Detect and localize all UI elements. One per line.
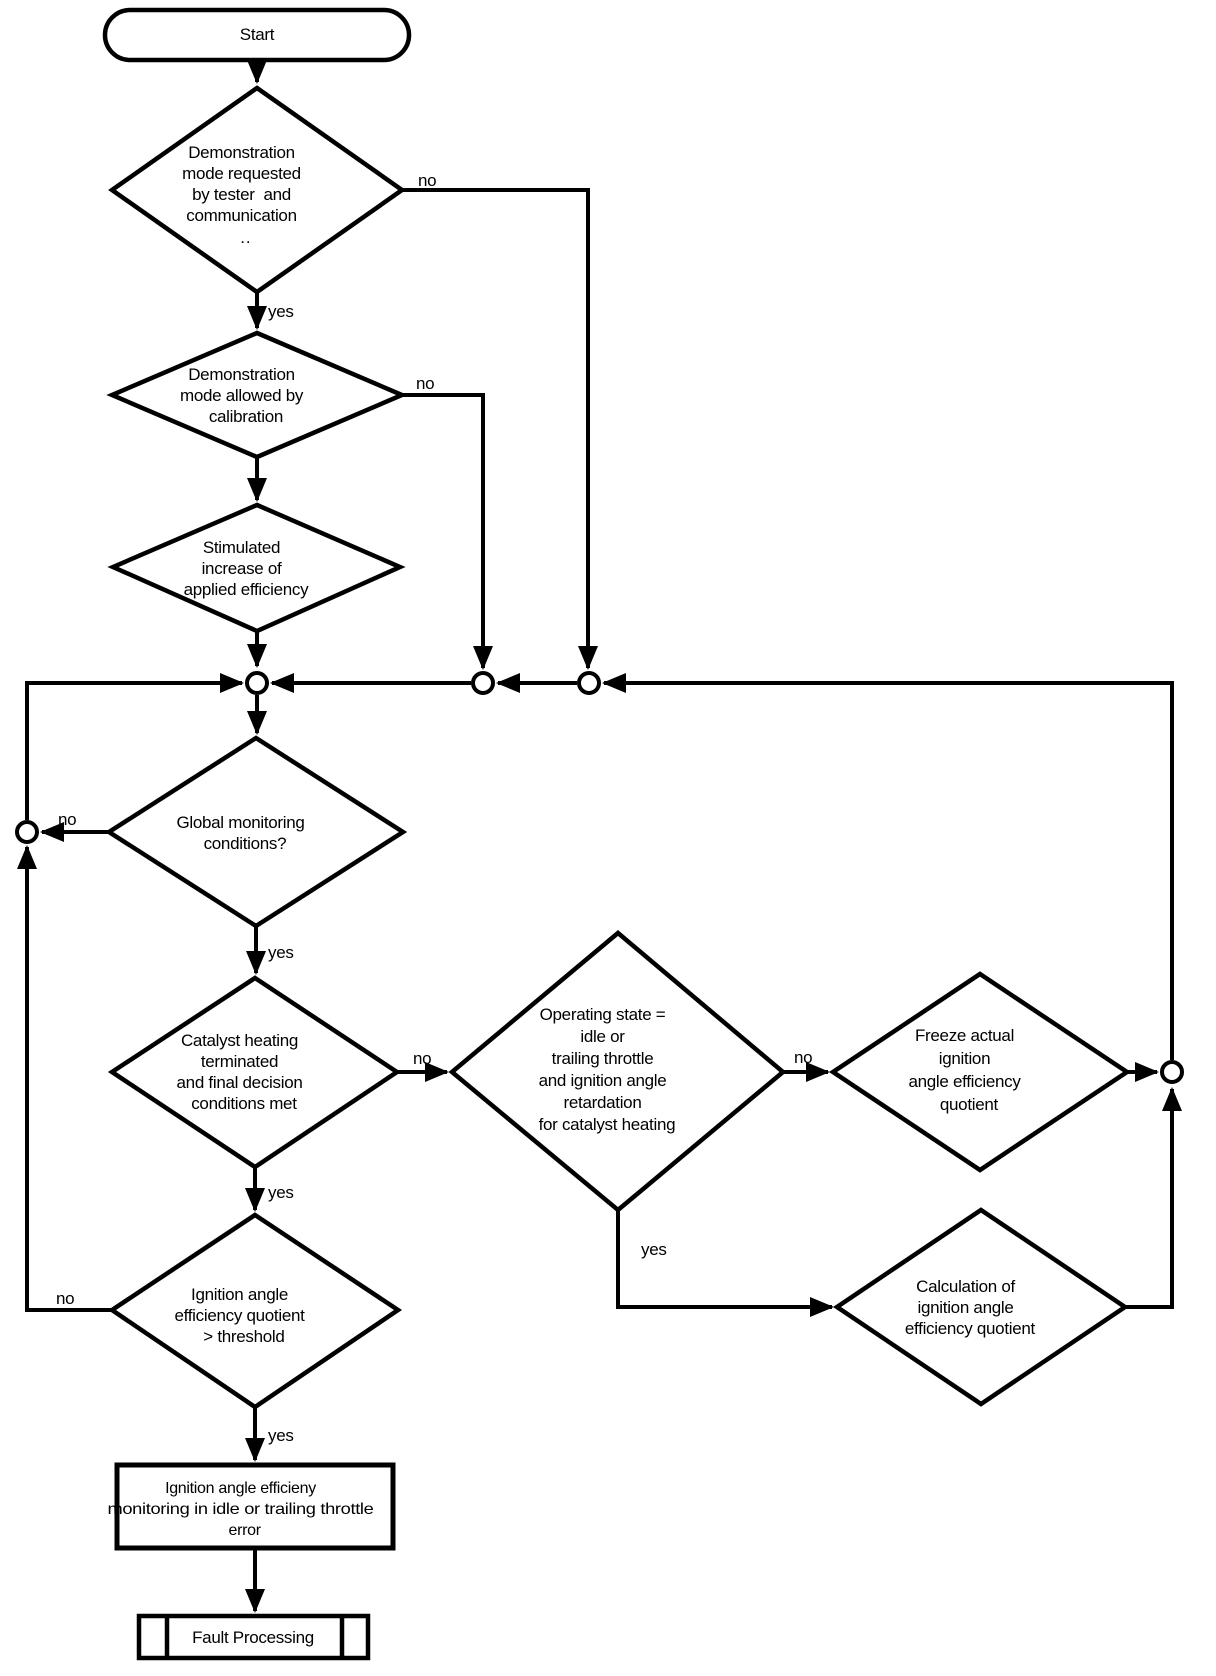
decision-freeze-label: Freeze actual ignition angle efficiency …	[908, 1026, 1021, 1114]
edge-label-no-global: no	[58, 810, 76, 829]
text-line: angle efficiency	[908, 1072, 1021, 1091]
decision-freeze-quotient: Freeze actual ignition angle efficiency …	[828, 971, 1132, 1173]
text-line: retardation	[564, 1093, 642, 1112]
edge-label-yes-operating: yes	[641, 1240, 667, 1259]
edge-demo-requested-no	[402, 188, 598, 670]
edges	[17, 60, 1182, 1613]
text-line: Catalyst heating	[181, 1031, 298, 1050]
text-line: applied efficiency	[184, 580, 310, 599]
text-line: ignition	[939, 1049, 990, 1068]
decision-threshold-label: Ignition angle efficiency quotient > thr…	[0, 0, 336, 1346]
edge-label-yes-catalyst: yes	[268, 1183, 294, 1202]
text-line: Global monitoring	[176, 813, 304, 832]
edge-label-no-operating: no	[794, 1048, 812, 1067]
text-line: for catalyst heating	[539, 1115, 676, 1134]
text-line: mode requested	[182, 164, 301, 183]
text-line: terminated	[201, 1052, 278, 1071]
decision-demo-requested: Demonstration mode requested by tester a…	[0, 0, 406, 295]
decision-shape	[448, 930, 787, 1213]
decision-demo-requested-label: Demonstration mode requested by tester a…	[0, 0, 332, 247]
decision-catalyst-label: Catalyst heating terminated and final de…	[0, 0, 333, 1113]
predefined-process-fault: Fault Processing	[136, 1613, 371, 1661]
text-line: conditions?	[204, 834, 287, 853]
decision-demo-allowed-label: Demonstration mode allowed by calibratio…	[0, 0, 334, 426]
text-line: increase of	[202, 559, 282, 578]
junction-circle-3	[577, 671, 601, 695]
process-shape	[114, 1462, 396, 1551]
decision-shape	[107, 1212, 403, 1410]
text-line: Ignition angle efficieny	[165, 1480, 316, 1497]
text-line: trailing throttle	[552, 1049, 654, 1068]
edge-labels: no yes no no yes no yes no yes no yes	[56, 171, 813, 1445]
text-line: and ignition angle	[539, 1071, 667, 1090]
text-line: ignition angle	[918, 1298, 1014, 1317]
edge-operating-yes	[616, 1210, 834, 1317]
decision-stimulated-label: Stimulated increase of applied efficienc…	[0, 0, 330, 599]
text-line: idle or	[580, 1027, 625, 1046]
text-line: mode allowed by	[180, 386, 304, 405]
edge-label-no-demo-allowed: no	[416, 374, 434, 393]
edge-label-yes-global: yes	[268, 943, 294, 962]
decision-global-label: Global monitoring conditions?	[0, 0, 336, 853]
text-line: and final decision	[177, 1073, 303, 1092]
edge-label-yes-threshold: yes	[268, 1426, 294, 1445]
edge-calc-to-right-circle	[1125, 1087, 1182, 1309]
edge-label-no-catalyst: no	[413, 1049, 431, 1068]
text-line: monitoring in idle or trailing throttle	[107, 1501, 373, 1518]
text-line: ..	[240, 228, 251, 247]
decision-shape	[106, 330, 408, 460]
edge-threshold-no-left-rail	[17, 845, 112, 1312]
text-line: calibration	[209, 407, 283, 426]
decision-shape	[107, 975, 402, 1170]
edge-demo-allowed-no	[402, 393, 493, 670]
text-line: Demonstration	[188, 143, 295, 162]
text-line: Demonstration	[188, 365, 295, 384]
decision-shape	[828, 971, 1132, 1173]
text-line: Ignition angle	[191, 1285, 288, 1304]
terminator-shape	[102, 7, 412, 63]
node-start: Start	[102, 7, 412, 63]
text-line: Operating state =	[540, 1005, 666, 1024]
decision-operating-state: Operating state = idle or trailing throt…	[0, 0, 787, 1213]
text-line: error	[228, 1522, 261, 1539]
edge-left-rail-to-junction1	[25, 673, 244, 820]
decision-shape	[108, 85, 406, 295]
decision-shape	[104, 735, 408, 929]
predefined-process-shape	[136, 1613, 371, 1661]
process-error-label: Ignition angle efficieny monitoring in i…	[0, 0, 403, 1539]
decision-operating-label: Operating state = idle or trailing throt…	[0, 0, 697, 1134]
text-line: Freeze actual	[915, 1026, 1014, 1045]
junction-circle-left	[15, 820, 39, 844]
decision-stimulated-increase: Stimulated increase of applied efficienc…	[0, 0, 406, 634]
text-line: Calculation of	[916, 1277, 1015, 1296]
decision-shape	[107, 502, 406, 634]
decision-demo-allowed: Demonstration mode allowed by calibratio…	[0, 0, 408, 460]
start-label: Start	[240, 25, 275, 44]
text-line: > threshold	[203, 1327, 284, 1346]
decision-shape	[832, 1207, 1130, 1407]
fault-processing-label: Fault Processing	[192, 1628, 314, 1647]
decision-calc-label: Calculation of ignition angle efficiency…	[905, 1277, 1036, 1338]
decision-catalyst-heating: Catalyst heating terminated and final de…	[0, 0, 402, 1170]
edge-label-no-demo-requested: no	[418, 171, 436, 190]
junction-circle-2	[471, 671, 495, 695]
text-line: Stimulated	[203, 538, 280, 557]
text-line: efficiency quotient	[174, 1306, 305, 1325]
edge-label-no-threshold: no	[56, 1289, 74, 1308]
text-line: communication	[186, 206, 296, 225]
text-line: quotient	[940, 1095, 999, 1114]
decision-calc-quotient: Calculation of ignition angle efficiency…	[832, 1207, 1130, 1407]
decision-global-monitoring: Global monitoring conditions?	[0, 0, 408, 929]
text-line: by tester and	[192, 185, 291, 204]
junction-circles	[15, 671, 1184, 1084]
text-line: conditions met	[191, 1094, 297, 1113]
junction-circle-right	[1160, 1060, 1184, 1084]
process-error-box: Ignition angle efficieny monitoring in i…	[0, 0, 403, 1551]
edge-right-rail-to-junction3	[602, 673, 1174, 1060]
text-line: efficiency quotient	[905, 1319, 1036, 1338]
edge-label-yes-demo-requested: yes	[268, 302, 294, 321]
decision-threshold-check: Ignition angle efficiency quotient > thr…	[0, 0, 403, 1410]
junction-circle-main	[245, 671, 269, 695]
